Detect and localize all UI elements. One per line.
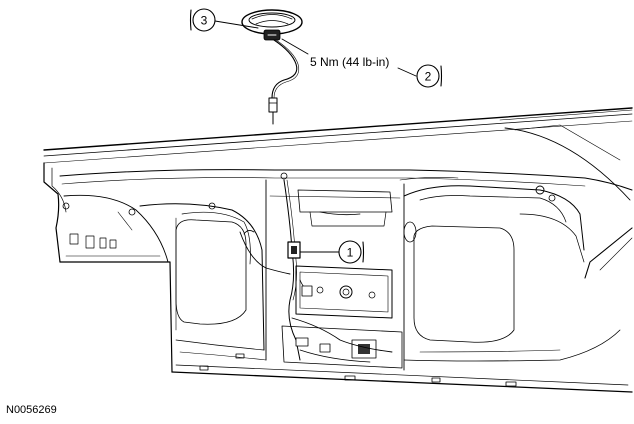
torque-specification: 5 Nm (44 lb-in) [310, 55, 389, 69]
callout-3-number: 3 [201, 14, 208, 28]
callout-1-number: 1 [347, 246, 354, 260]
figure-id: N0056269 [6, 404, 57, 416]
decklid-panel [43, 107, 633, 393]
antenna-unit [241, 9, 303, 41]
callout-2: 2 [281, 38, 443, 88]
antenna-connector [287, 241, 301, 259]
callout-2-number: 2 [425, 70, 432, 84]
callout-1: 1 [299, 240, 365, 264]
antenna-cable [268, 39, 300, 125]
callout-3: 3 [189, 8, 259, 32]
